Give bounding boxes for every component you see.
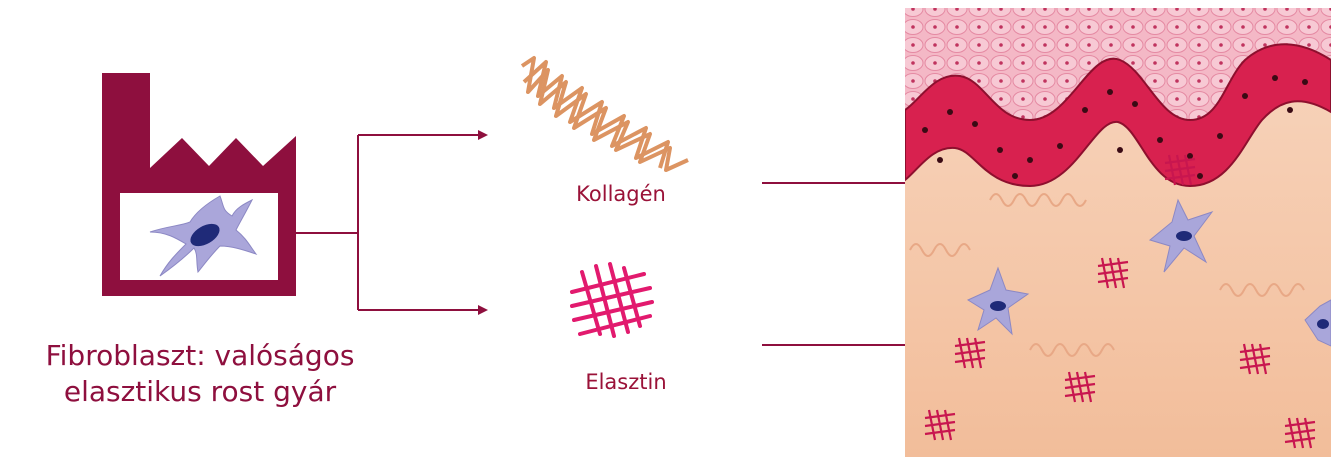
elastin-label: Elasztin bbox=[546, 370, 706, 394]
skin-cross-section-illustration bbox=[905, 8, 1331, 457]
factory-caption: Fibroblaszt: valóságos elasztikus rost g… bbox=[0, 338, 400, 410]
factory-caption-line1: Fibroblaszt: valóságos bbox=[0, 338, 400, 374]
factory-caption-line2: elasztikus rost gyár bbox=[0, 374, 400, 410]
elastin-fiber-icon bbox=[572, 264, 652, 336]
collagen-fiber-icon bbox=[522, 58, 688, 170]
collagen-label: Kollagén bbox=[541, 182, 701, 206]
